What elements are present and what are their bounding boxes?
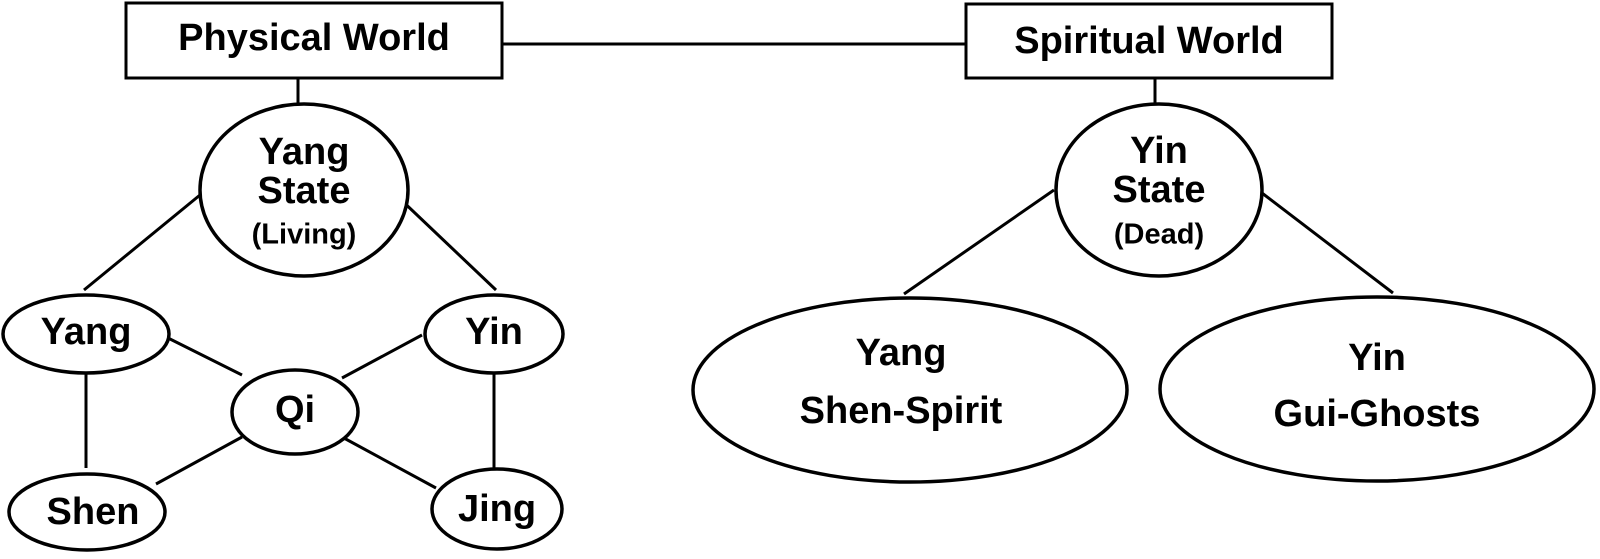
spiritual-world-box: Spiritual World (964, 2, 1334, 80)
yin-gui-ghosts-line1: Yin (1348, 337, 1406, 379)
yin-state-node: Yin State (Dead) (1054, 102, 1264, 278)
edge-yang-qi (161, 333, 243, 377)
yin-node-label: Yin (465, 311, 523, 353)
jing-node-label: Jing (458, 488, 536, 530)
spiritual-world-label: Spiritual World (1014, 20, 1284, 62)
yin-gui-ghosts-node: Yin Gui-Ghosts (1158, 295, 1596, 483)
shen-node: Shen (7, 472, 167, 552)
yin-state-line3: (Dead) (1114, 219, 1204, 251)
edge-yangstate-yang (83, 193, 201, 292)
qi-node-label: Qi (275, 389, 315, 431)
edge-yin-qi (341, 333, 423, 380)
shen-node-label: Shen (47, 491, 140, 533)
diagram-edges (83, 42, 1394, 490)
yang-state-line3: (Living) (252, 219, 357, 251)
qi-node: Qi (230, 368, 360, 456)
yin-state-line2: State (1113, 169, 1206, 211)
yang-node-label: Yang (41, 311, 132, 353)
yang-shen-spirit-line2: Shen-Spirit (800, 390, 1003, 432)
edge-yinstate-yingui (1257, 188, 1394, 295)
yin-gui-ghosts-line2: Gui-Ghosts (1274, 393, 1481, 435)
yang-shen-spirit-line1: Yang (856, 332, 947, 374)
yang-state-line1: Yang (259, 131, 350, 173)
yang-node: Yang (1, 293, 171, 375)
yang-shen-spirit-node: Yang Shen-Spirit (691, 296, 1129, 484)
edge-yangstate-yin (394, 193, 498, 292)
edge-qi-shen (155, 435, 243, 486)
physical-world-box: Physical World (124, 1, 504, 80)
jing-node: Jing (430, 467, 564, 551)
edge-yinstate-yangshen (903, 188, 1055, 296)
yang-state-node: Yang State (Living) (198, 102, 410, 278)
edge-qi-jing (341, 435, 437, 490)
yang-state-line2: State (258, 170, 351, 212)
yin-state-line1: Yin (1130, 130, 1188, 172)
physical-world-label: Physical World (178, 17, 450, 59)
yin-node: Yin (423, 293, 565, 375)
